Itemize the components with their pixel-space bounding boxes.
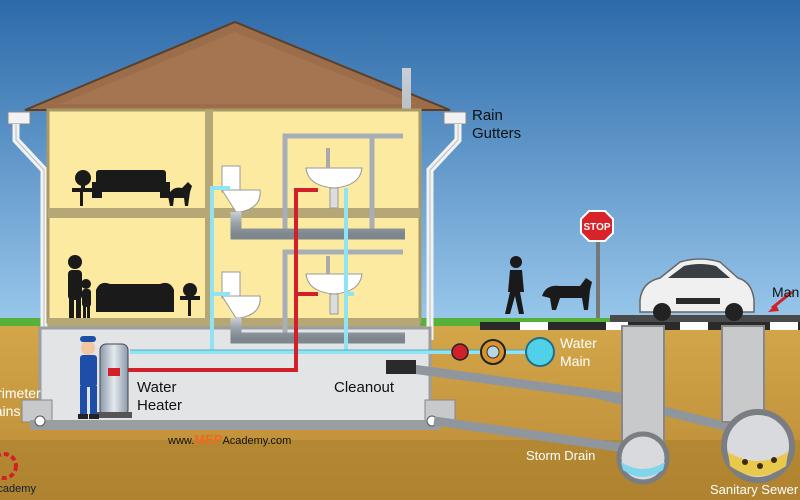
child-head [81,279,91,289]
water-meter [451,337,555,367]
label-water-main-line1: Water [560,335,597,351]
interior-wall [205,110,213,322]
upstairs-furniture [72,170,192,206]
stop-sign: STOP [580,210,614,318]
sofa-upper [96,170,166,192]
water-heater [96,343,132,418]
main-floor-figures [68,255,200,318]
manhole-shafts [621,325,765,447]
sanitary-sewer [721,409,795,483]
stop-sign-text: STOP [583,222,610,233]
watermark-brand: MEP [194,432,223,447]
dog-upper [168,182,192,206]
label-perimeter-drains-line2: Drains [0,403,20,419]
gear-icon [0,452,18,480]
label-manhole: Manhole [772,284,800,300]
right-downspout [426,111,467,340]
deep-ground [0,440,800,500]
sink-upper [305,148,363,209]
manhole-arrowhead [768,304,779,312]
watermark-suffix: Academy.com [222,435,291,447]
cold-water-lines [130,186,540,354]
sofa-main [96,282,174,312]
shutoff-valve [451,343,469,361]
walker-head [510,256,522,268]
label-water-heater-line2: Heater [137,397,182,414]
car [639,258,755,321]
label-water-heater-line1: Water [137,379,176,396]
cleanout-fitting [386,360,416,374]
lamp-main [183,283,197,297]
storm-drain [616,431,670,485]
label-perimeter-drains-line1: Perimeter [0,385,41,401]
label-rain-gutters-line1: Rain [472,107,503,124]
label-rain-gutters-line2: Gutters [472,125,521,142]
walker-with-dog [505,256,592,314]
vent-branches [282,133,403,336]
water-main-pipe [525,337,555,367]
label-cleanout: Cleanout [334,379,395,396]
label-sanitary-sewer: Sanitary Sewer [710,482,799,497]
walker-dog [542,278,592,310]
hot-water-lines [124,188,318,372]
footing [30,420,440,430]
adult-head [68,255,82,269]
watermark-url: www.MEPAcademy.com [167,432,291,447]
label-storm-drain: Storm Drain [526,448,595,463]
perimeter-drain-left [34,415,46,427]
logo-text: MEP Academy [0,483,36,495]
toilet-lower [221,271,261,319]
curb-stripes [520,322,798,330]
label-water-main-line2: Main [560,353,590,369]
mep-academy-logo: MEP Academy [0,452,36,495]
watermark-prefix: www. [167,435,194,447]
toilet-upper [221,165,261,213]
left-downspout [7,111,48,340]
road-surface [610,315,800,322]
plumber-figure [78,336,99,419]
roof-shade [60,32,415,104]
